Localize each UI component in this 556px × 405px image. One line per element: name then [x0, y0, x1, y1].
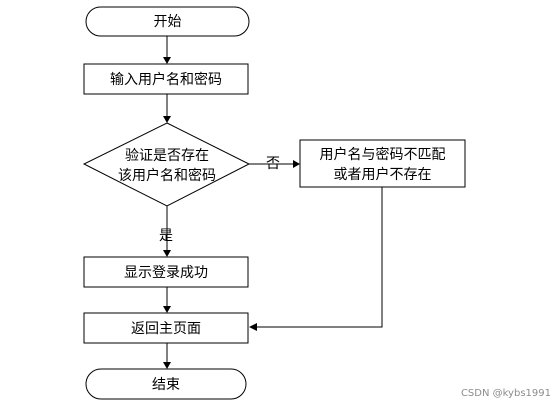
arrow-success-to-return	[163, 287, 171, 313]
arrow-error-to-return	[249, 187, 383, 331]
arrow-return-to-end	[163, 343, 171, 369]
return-home-box: 返回主页面	[83, 312, 249, 344]
end-node: 结束	[85, 368, 247, 400]
start-node: 开始	[85, 6, 250, 37]
return-home-label: 返回主页面	[131, 321, 201, 337]
input-credentials-label: 输入用户名和密码	[110, 71, 222, 88]
error-label-line1: 用户名与密码不匹配	[320, 146, 446, 163]
login-success-label: 显示登录成功	[124, 265, 208, 281]
input-credentials-box: 输入用户名和密码	[83, 63, 249, 95]
arrow-input-to-decision	[163, 94, 171, 123]
error-label-line2: 或者用户不存在	[334, 166, 432, 183]
login-success-box: 显示登录成功	[83, 256, 249, 288]
arrow-start-to-input	[163, 36, 171, 64]
yes-branch-label: 是	[159, 228, 173, 244]
end-label: 结束	[152, 377, 180, 393]
watermark: CSDN @kybs1991	[461, 388, 551, 399]
decision-label-line1: 验证是否存在	[125, 148, 209, 164]
arrow-decision-to-error	[249, 160, 300, 168]
mismatch-error-box: 用户名与密码不匹配 或者用户不存在	[299, 139, 466, 188]
validate-decision: 验证是否存在 该用户名和密码	[82, 122, 251, 207]
arrow-decision-to-success	[163, 206, 171, 257]
start-label: 开始	[154, 14, 182, 30]
decision-label-line2: 该用户名和密码	[118, 167, 216, 184]
no-branch-label: 否	[266, 156, 280, 172]
